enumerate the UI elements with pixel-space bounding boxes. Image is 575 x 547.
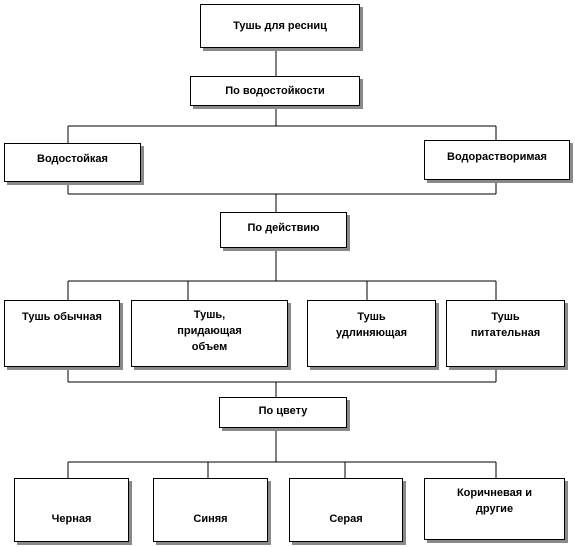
node-black: Черная <box>14 478 129 542</box>
node-blue: Синяя <box>153 478 268 542</box>
criterion-effect: По действию <box>220 212 347 248</box>
node-gray: Серая <box>289 478 403 542</box>
node-label: Тушь обычная <box>22 311 102 323</box>
node-label: Водорастворимая <box>447 151 547 163</box>
root-label: Тушь для ресниц <box>233 20 327 32</box>
criterion-color: По цвету <box>219 397 347 428</box>
node-label: Водостойкая <box>37 152 108 165</box>
criterion-label: По цвету <box>258 404 308 417</box>
node-label: Синяя <box>193 513 228 525</box>
node-label: Черная <box>51 513 92 525</box>
node-label: Тушь питательная <box>470 311 541 339</box>
node-brown-and-others: Коричневая и другие <box>424 478 565 540</box>
node-volume-mascara: Тушь, придающая объем <box>131 300 288 367</box>
node-regular-mascara: Тушь обычная <box>4 300 120 367</box>
node-label: Коричневая и другие <box>456 487 533 515</box>
node-water-soluble: Водорастворимая <box>424 140 570 180</box>
node-label: Серая <box>329 513 363 525</box>
node-lengthening-mascara: Тушь удлиняющая <box>307 300 436 367</box>
node-nourishing-mascara: Тушь питательная <box>446 300 565 367</box>
root-node: Тушь для ресниц <box>200 4 360 48</box>
criterion-label: По водостойкости <box>225 85 325 97</box>
criterion-waterproofness: По водостойкости <box>190 76 360 106</box>
node-waterproof: Водостойкая <box>4 143 141 182</box>
node-label: Тушь, придающая объем <box>177 309 242 353</box>
node-label: Тушь удлиняющая <box>336 311 407 339</box>
criterion-label: По действию <box>247 222 320 234</box>
